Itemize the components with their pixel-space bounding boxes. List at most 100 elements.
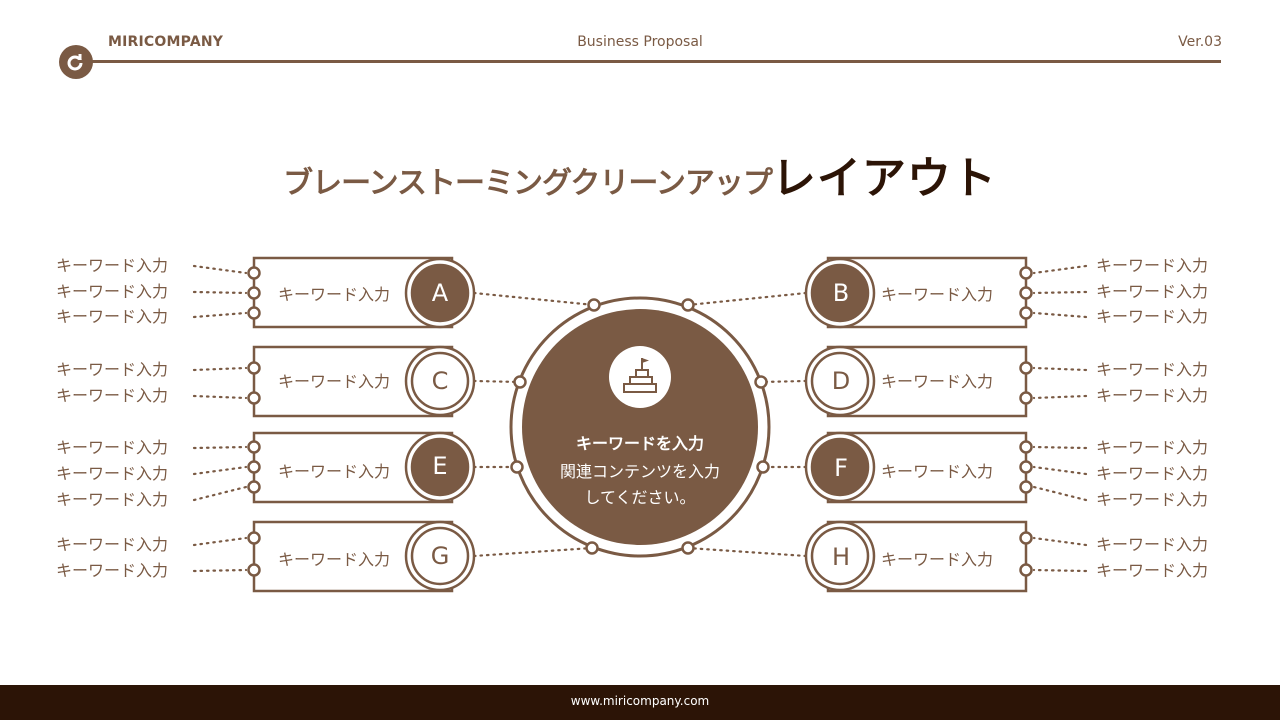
node-b-keyword-port-2: [1019, 286, 1033, 300]
node-e-keyword-connector-3: [192, 485, 248, 502]
node-a-hub-connector: [472, 291, 596, 307]
node-e-keyword-1: キーワード入力: [56, 438, 169, 457]
node-g-keyword-connector-2: [192, 568, 248, 573]
node-d-keyword-1: キーワード入力: [1096, 360, 1209, 379]
node-a-badge: [410, 263, 470, 323]
node-f-hub-port: [756, 460, 770, 474]
node-e-badge: [410, 437, 470, 497]
node-b-keyword-2: キーワード入力: [1096, 282, 1209, 301]
node-f-badge: [810, 437, 870, 497]
node-a-label: キーワード入力: [278, 285, 391, 304]
center-heading: キーワードを入力: [575, 434, 704, 453]
node-e-keyword-port-1: [247, 440, 261, 454]
center-body-text: 関連コンテンツを入力 してください。: [559, 462, 720, 507]
node-g-badge: [410, 526, 470, 586]
node-c-label: キーワード入力: [278, 372, 391, 391]
node-c-keyword-connector-2: [192, 394, 248, 400]
node-b-hub-connector: [686, 291, 808, 307]
node-b-label: キーワード入力: [881, 285, 994, 304]
hub-outer-ring: [509, 296, 771, 558]
node-h-keyword-1: キーワード入力: [1096, 535, 1209, 554]
node-e-label: キーワード入力: [278, 462, 391, 481]
header-divider: [76, 60, 1221, 63]
node-g-label: キーワード入力: [278, 550, 391, 569]
node-h-badge: [810, 526, 870, 586]
node-f-label: キーワード入力: [881, 462, 994, 481]
node-b-keyword-connector-2: [1032, 290, 1088, 295]
node-f-keyword-connector-3: [1032, 485, 1088, 502]
node-d-keyword-connector-1: [1032, 366, 1088, 372]
node-g-hub-port: [585, 541, 599, 555]
node-d-hub-connector: [759, 379, 808, 384]
node-g-keyword-port-2: [247, 563, 261, 577]
node-a-keyword-2: キーワード入力: [56, 282, 169, 301]
node-b-keyword-connector-3: [1032, 311, 1088, 319]
podium-flag-icon: [623, 358, 657, 393]
node-h-hub-connector: [686, 546, 808, 558]
node-c-keyword-port-1: [247, 361, 261, 375]
node-g-keyword-1: キーワード入力: [56, 535, 169, 554]
document-subtitle: Business Proposal: [577, 34, 703, 50]
node-f-keyword-connector-1: [1032, 445, 1088, 450]
node-g-keyword-port-1: [247, 531, 261, 545]
node-g-letter: G: [430, 542, 450, 570]
node-h-keyword-2: キーワード入力: [1096, 561, 1209, 580]
node-a-keyword-port-1: [247, 266, 261, 280]
node-b-keyword-port-1: [1019, 266, 1033, 280]
node-b-letter: B: [832, 279, 850, 307]
node-c-badge: [410, 351, 470, 411]
node-a-keyword-port-2: [247, 286, 261, 300]
node-f-keyword-connector-2: [1032, 465, 1088, 476]
node-b-badge: [810, 263, 870, 323]
node-a-letter: A: [431, 279, 449, 307]
node-f-keyword-3: キーワード入力: [1096, 490, 1209, 509]
node-h-letter: H: [831, 543, 851, 571]
node-e-keyword-port-3: [247, 480, 261, 494]
node-d-letter: D: [831, 367, 851, 395]
node-f-keyword-port-3: [1019, 480, 1033, 494]
node-a-keyword-1: キーワード入力: [56, 256, 169, 275]
node-f-keyword-2: キーワード入力: [1096, 464, 1209, 483]
node-e-keyword-connector-1: [192, 445, 248, 450]
node-c-keyword-connector-1: [192, 366, 248, 372]
node-e-keyword-2: キーワード入力: [56, 464, 169, 483]
node-g-hub-connector: [472, 546, 594, 558]
node-a-keyword-3: キーワード入力: [56, 307, 169, 326]
node-c-letter: C: [431, 367, 449, 395]
node-h-keyword-port-2: [1019, 563, 1033, 577]
node-e-keyword-connector-2: [192, 465, 248, 476]
node-b-keyword-3: キーワード入力: [1096, 307, 1209, 326]
node-b-keyword-1: キーワード入力: [1096, 256, 1209, 275]
node-b-keyword-connector-1: [1032, 264, 1088, 275]
node-b-keyword-port-3: [1019, 306, 1033, 320]
page-title: ブレーンストーミングクリーンアップレイアウト: [0, 142, 1280, 206]
node-f-keyword-1: キーワード入力: [1096, 438, 1209, 457]
node-a-keyword-connector-3: [192, 311, 248, 319]
version-label: Ver.03: [1178, 34, 1222, 50]
node-d-keyword-port-1: [1019, 361, 1033, 375]
hub-disc: [522, 309, 758, 545]
center-icon-badge: [609, 346, 671, 408]
node-d-keyword-connector-2: [1032, 394, 1088, 400]
node-e-keyword-3: キーワード入力: [56, 490, 169, 509]
node-d-badge: [810, 351, 870, 411]
node-g-keyword-2: キーワード入力: [56, 561, 169, 580]
node-h-keyword-port-1: [1019, 531, 1033, 545]
node-a-keyword-connector-2: [192, 290, 248, 295]
node-c-hub-connector: [472, 379, 522, 384]
node-f-keyword-port-1: [1019, 440, 1033, 454]
footer-bar: www.miricompany.com: [0, 685, 1280, 720]
node-f-keyword-port-2: [1019, 460, 1033, 474]
node-d-keyword-port-2: [1019, 391, 1033, 405]
node-e-letter: E: [432, 452, 448, 480]
node-c-keyword-1: キーワード入力: [56, 360, 169, 379]
node-e-hub-port: [510, 460, 524, 474]
title-part-2: レイアウト: [771, 153, 997, 204]
node-d-hub-port: [754, 375, 768, 389]
node-a-hub-port: [587, 298, 601, 312]
node-h-keyword-connector-1: [1032, 536, 1088, 547]
node-g-keyword-connector-1: [192, 536, 248, 547]
node-a-keyword-connector-1: [192, 264, 248, 275]
node-f-letter: F: [834, 454, 848, 482]
